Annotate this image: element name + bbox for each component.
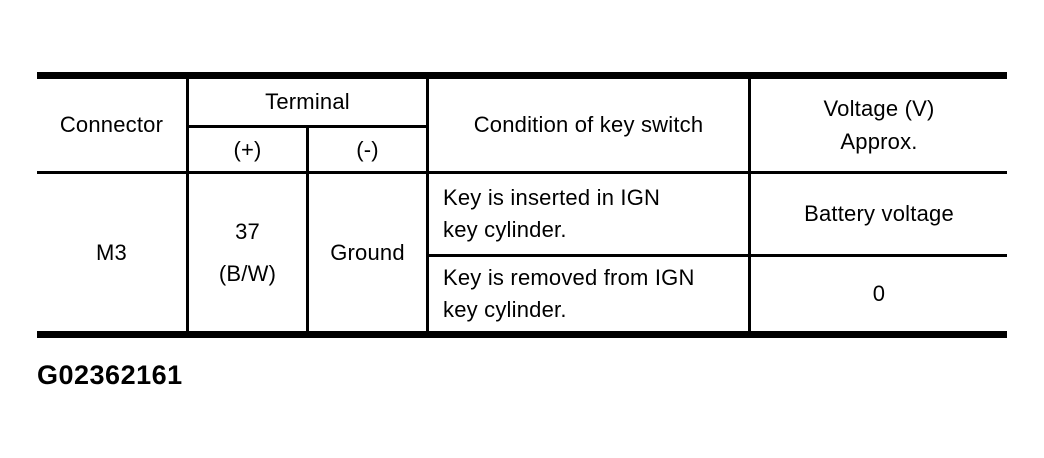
cell-terminal-minus: Ground <box>309 174 426 331</box>
header-terminal-minus-label: (-) <box>356 136 379 162</box>
header-connector: Connector <box>37 79 186 171</box>
header-voltage: Voltage (V) Approx. <box>751 79 1007 171</box>
header-voltage-line1: Voltage (V) <box>823 96 935 121</box>
cell-condition-row1: Key is inserted in IGN key cylinder. <box>429 174 748 254</box>
header-body-divider <box>37 171 1007 174</box>
col-divider-plus-minus <box>306 125 309 331</box>
col-divider-connector-terminal <box>186 79 189 331</box>
cell-condition-row1-line2: key cylinder. <box>443 217 567 242</box>
header-connector-label: Connector <box>59 112 164 137</box>
table-bottom-border <box>37 331 1007 338</box>
col-divider-condition-voltage <box>748 79 751 331</box>
cell-connector-value: M3 <box>96 239 127 265</box>
cell-voltage-row1-value: Battery voltage <box>804 201 954 226</box>
header-condition-label: Condition of key switch <box>473 112 704 137</box>
cell-condition-row2-line1: Key is removed from IGN <box>443 265 695 290</box>
header-terminal-group: Terminal <box>189 79 426 125</box>
col-divider-terminal-condition <box>426 79 429 331</box>
cell-connector: M3 <box>37 174 186 331</box>
cell-terminal-plus-line1: 37 <box>235 218 260 244</box>
cell-terminal-minus-value: Ground <box>330 239 405 265</box>
cell-voltage-row2: 0 <box>751 257 1007 331</box>
cell-condition-row2: Key is removed from IGN key cylinder. <box>429 257 748 331</box>
header-terminal-plus-label: (+) <box>233 136 262 162</box>
table-top-border <box>37 72 1007 79</box>
header-terminal-label: Terminal <box>265 89 350 114</box>
cell-condition-row2-line2: key cylinder. <box>443 297 567 322</box>
figure-id: G02362161 <box>37 360 183 390</box>
header-terminal-plus: (+) <box>189 128 306 171</box>
header-terminal-minus: (-) <box>309 128 426 171</box>
cell-condition-row1-line1: Key is inserted in IGN <box>443 185 661 210</box>
cell-voltage-row2-value: 0 <box>872 281 886 306</box>
cell-voltage-row1: Battery voltage <box>751 174 1007 254</box>
cell-terminal-plus-line2: (B/W) <box>218 260 277 286</box>
cell-terminal-plus: 37 (B/W) <box>189 174 306 331</box>
header-condition: Condition of key switch <box>429 79 748 171</box>
body-row-divider <box>428 254 1007 257</box>
header-voltage-line2: Approx. <box>840 129 918 154</box>
